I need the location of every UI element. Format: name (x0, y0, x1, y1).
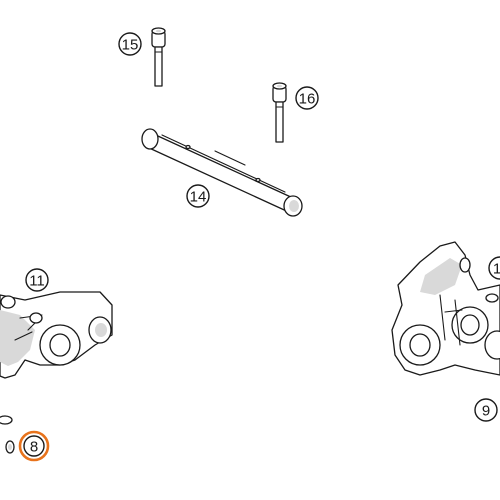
callout-8-highlight-ring (18, 430, 50, 462)
callout-8-label: 8 (30, 439, 38, 456)
callout-9-label: 9 (482, 403, 490, 420)
callout-11-right-label: 1 (493, 261, 500, 278)
callout-11: 11 (25, 268, 49, 292)
rocker-arm-part-11[interactable] (0, 291, 113, 454)
callout-14-label: 14 (190, 189, 207, 206)
callout-14: 14 (186, 184, 210, 208)
rocker-arm-part-9[interactable] (391, 241, 500, 376)
bolt-part-16[interactable] (272, 82, 287, 143)
callout-15: 15 (118, 32, 142, 56)
callout-11-label: 11 (29, 273, 45, 290)
callout-15-label: 15 (122, 37, 139, 54)
callout-8-highlighted[interactable]: 8 (18, 430, 50, 462)
rocker-shaft-part-14[interactable] (141, 128, 303, 217)
callout-16: 16 (295, 86, 319, 110)
callout-9: 9 (474, 398, 498, 422)
callout-11-right-partial: 1 (488, 256, 500, 280)
bolt-part-15[interactable] (151, 27, 166, 87)
callout-16-label: 16 (299, 91, 316, 108)
